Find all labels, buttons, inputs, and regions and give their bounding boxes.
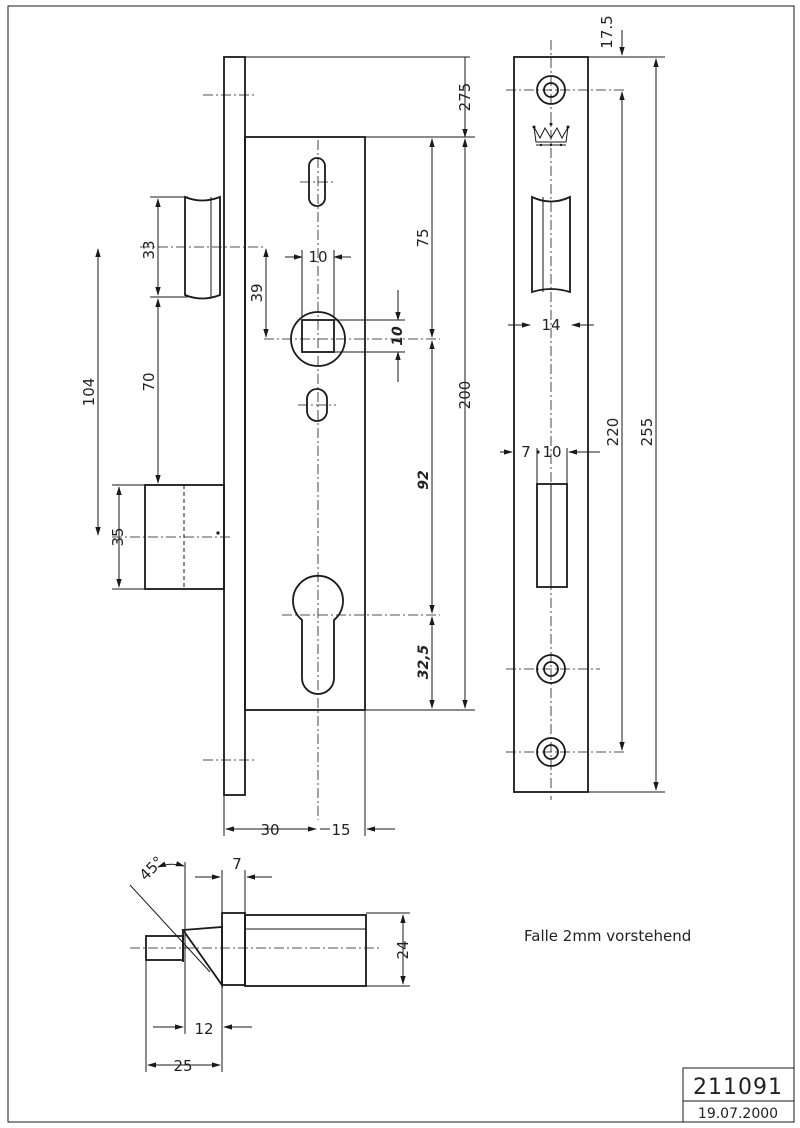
latch-note: Falle 2mm vorstehend: [524, 927, 691, 945]
dim-104: 104: [80, 378, 98, 407]
dim-255: 255: [638, 418, 656, 447]
dim-12: 12: [194, 1020, 213, 1038]
dim-7-latch: 7: [232, 855, 242, 873]
dim-275: 275: [456, 83, 474, 112]
dim-10-plate: 10: [542, 443, 561, 461]
dim-70: 70: [140, 372, 158, 391]
latch-detail-view: 45° 7 24 12 25: [129, 853, 412, 1075]
lock-case-dimensions: 275 75 92 32,5 200 10 10 39 33: [80, 57, 475, 839]
dim-45: 45°: [136, 853, 168, 885]
drawing-number: 211091: [693, 1075, 783, 1100]
drawing-border: [7, 5, 795, 1123]
dim-200: 200: [456, 381, 474, 410]
dim-17-5: 17.5: [598, 15, 616, 48]
dim-24: 24: [394, 940, 412, 959]
dim-10-square: 10: [390, 326, 406, 346]
dim-32-5: 32,5: [416, 644, 432, 679]
dim-30: 30: [260, 821, 279, 839]
dim-35: 35: [109, 527, 127, 546]
dim-10-hub: 10: [308, 248, 327, 266]
dim-7-plate: 7: [521, 443, 531, 461]
faceplate-dimensions: 17.5 220 255 14 7 10: [500, 15, 665, 793]
dim-25: 25: [173, 1057, 192, 1075]
bolt-opening: [531, 195, 571, 294]
drawing-date: 19.07.2000: [698, 1106, 778, 1122]
dim-92: 92: [416, 470, 432, 489]
faceplate-side: [223, 56, 246, 796]
upper-bolt: [184, 195, 221, 300]
dim-39: 39: [248, 283, 266, 302]
lock-case-view: [112, 56, 470, 820]
dim-220: 220: [604, 418, 622, 447]
title-block: 211091 19.07.2000: [682, 1067, 795, 1123]
dim-75: 75: [414, 228, 432, 247]
cylinder-cutout: [292, 574, 344, 695]
case-body: [244, 136, 366, 711]
latch-opening: [536, 483, 568, 588]
dim-14: 14: [541, 316, 560, 334]
dim-33: 33: [140, 240, 158, 259]
dim-15: 15: [331, 821, 350, 839]
faceplate-view: [506, 40, 625, 800]
